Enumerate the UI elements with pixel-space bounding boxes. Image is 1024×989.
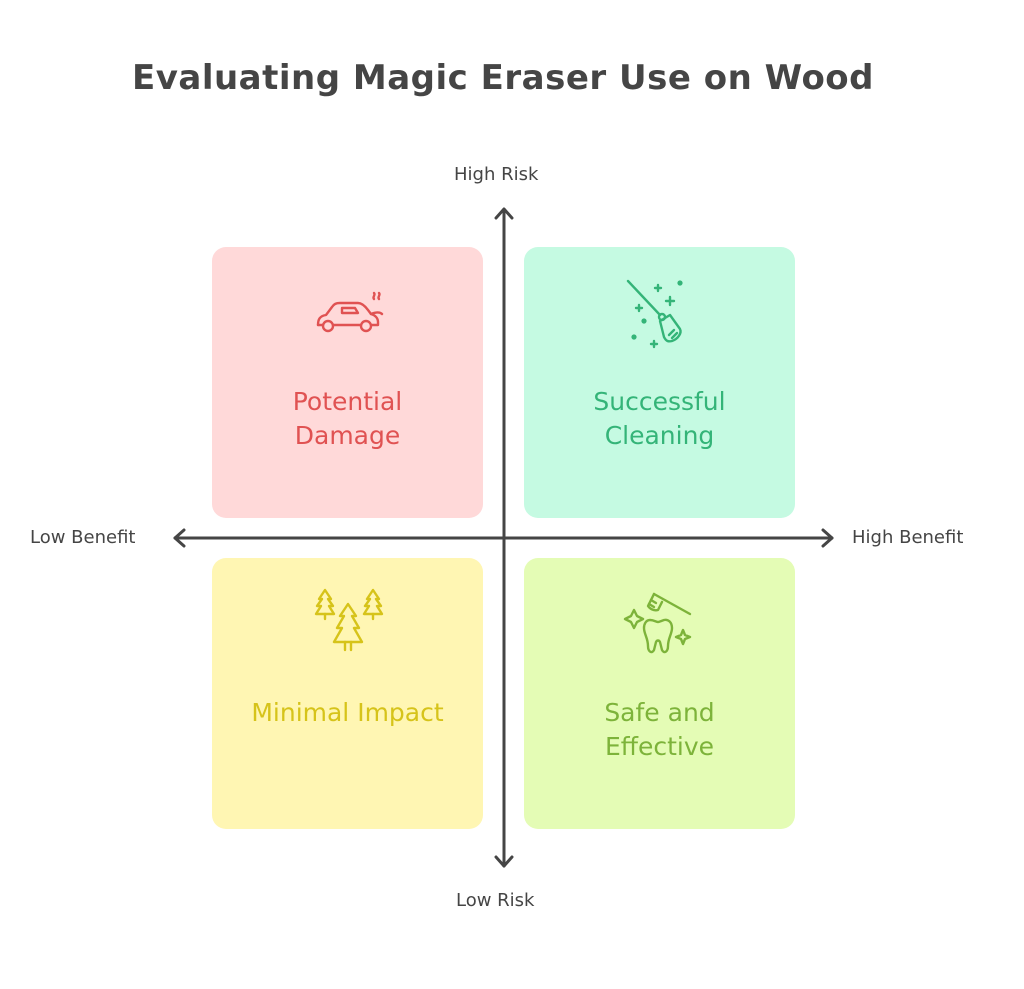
axis-label-low-risk: Low Risk: [456, 890, 535, 911]
quadrant-potential-damage: Potential Damage: [212, 247, 483, 518]
axis-label-high-risk: High Risk: [454, 164, 539, 185]
page-title: Evaluating Magic Eraser Use on Wood: [131, 58, 874, 98]
quadrant-minimal-impact: Minimal Impact: [212, 558, 483, 829]
axis-label-high-benefit: High Benefit: [852, 527, 964, 548]
quadrant-label: Minimal Impact: [212, 696, 483, 730]
quadrant-label-line: Successful: [593, 387, 726, 416]
tooth-brush-sparkle-icon: [620, 586, 700, 666]
quadrant-label-line: Cleaning: [604, 421, 715, 450]
quadrant-label-line: Potential: [292, 387, 403, 416]
quadrant-label-line: Minimal Impact: [251, 698, 444, 727]
trees-icon: [308, 586, 388, 666]
quadrant-label-line: Damage: [294, 421, 401, 450]
quadrant-safe-and-effective: Safe and Effective: [524, 558, 795, 829]
arrow-down-icon: [494, 855, 514, 868]
axis-label-low-benefit: Low Benefit: [30, 527, 136, 548]
quadrant-label-line: Effective: [604, 732, 715, 761]
arrow-up-icon: [494, 207, 514, 220]
arrow-left-icon: [173, 528, 186, 548]
quadrant-successful-cleaning: Successful Cleaning: [524, 247, 795, 518]
quadrant-label: Safe and Effective: [524, 696, 795, 764]
broom-sparkle-icon: [620, 275, 700, 355]
quadrant-label: Successful Cleaning: [524, 385, 795, 453]
quadrant-label: Potential Damage: [212, 385, 483, 453]
quadrant-label-line: Safe and: [604, 698, 715, 727]
car-smoke-icon: [308, 275, 388, 355]
arrow-right-icon: [821, 528, 834, 548]
